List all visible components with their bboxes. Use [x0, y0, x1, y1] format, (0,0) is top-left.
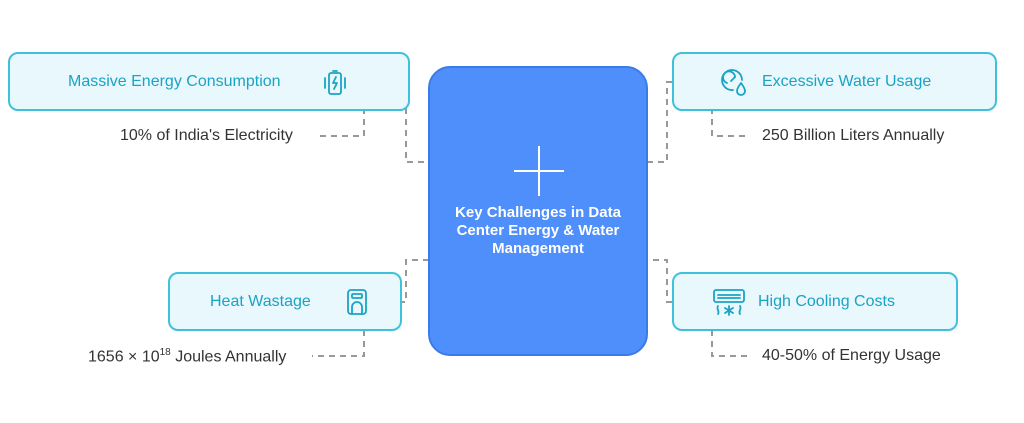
challenge-detail-water: 250 Billion Liters Annually [762, 127, 945, 144]
connector-water-detail [711, 108, 750, 137]
challenge-box-water: Excessive Water Usage [672, 52, 997, 111]
connector-cooling [648, 259, 672, 303]
connector-energy-detail [316, 108, 365, 137]
challenge-label-cooling: High Cooling Costs [758, 292, 895, 310]
challenge-box-heat: Heat Wastage [168, 272, 402, 331]
battery-charging-icon [320, 68, 350, 98]
air-conditioner-icon [712, 287, 745, 317]
connector-heat [388, 259, 428, 303]
central-topic-title: Key Challenges in Data Center Energy & W… [455, 204, 621, 257]
challenge-label-water: Excessive Water Usage [762, 72, 932, 90]
gauge-water-drop-icon [718, 68, 748, 98]
heater-icon [342, 287, 372, 317]
challenge-label-heat: Heat Wastage [210, 292, 311, 310]
connector-energy [388, 81, 428, 163]
connector-cooling-detail [711, 330, 750, 357]
connector-water [648, 81, 672, 163]
challenge-detail-cooling: 40-50% of Energy Usage [762, 347, 941, 364]
challenge-label-energy: Massive Energy Consumption [68, 72, 281, 90]
challenge-detail-heat: 1656 × 1018 Joules Annually [88, 347, 287, 366]
challenge-detail-energy: 10% of India's Electricity [120, 127, 293, 144]
central-topic-box: Key Challenges in Data Center Energy & W… [428, 66, 648, 356]
plus-icon [514, 146, 564, 196]
challenge-box-cooling: High Cooling Costs [672, 272, 958, 331]
challenge-box-energy: Massive Energy Consumption [8, 52, 410, 111]
connector-heat-detail [312, 330, 365, 357]
